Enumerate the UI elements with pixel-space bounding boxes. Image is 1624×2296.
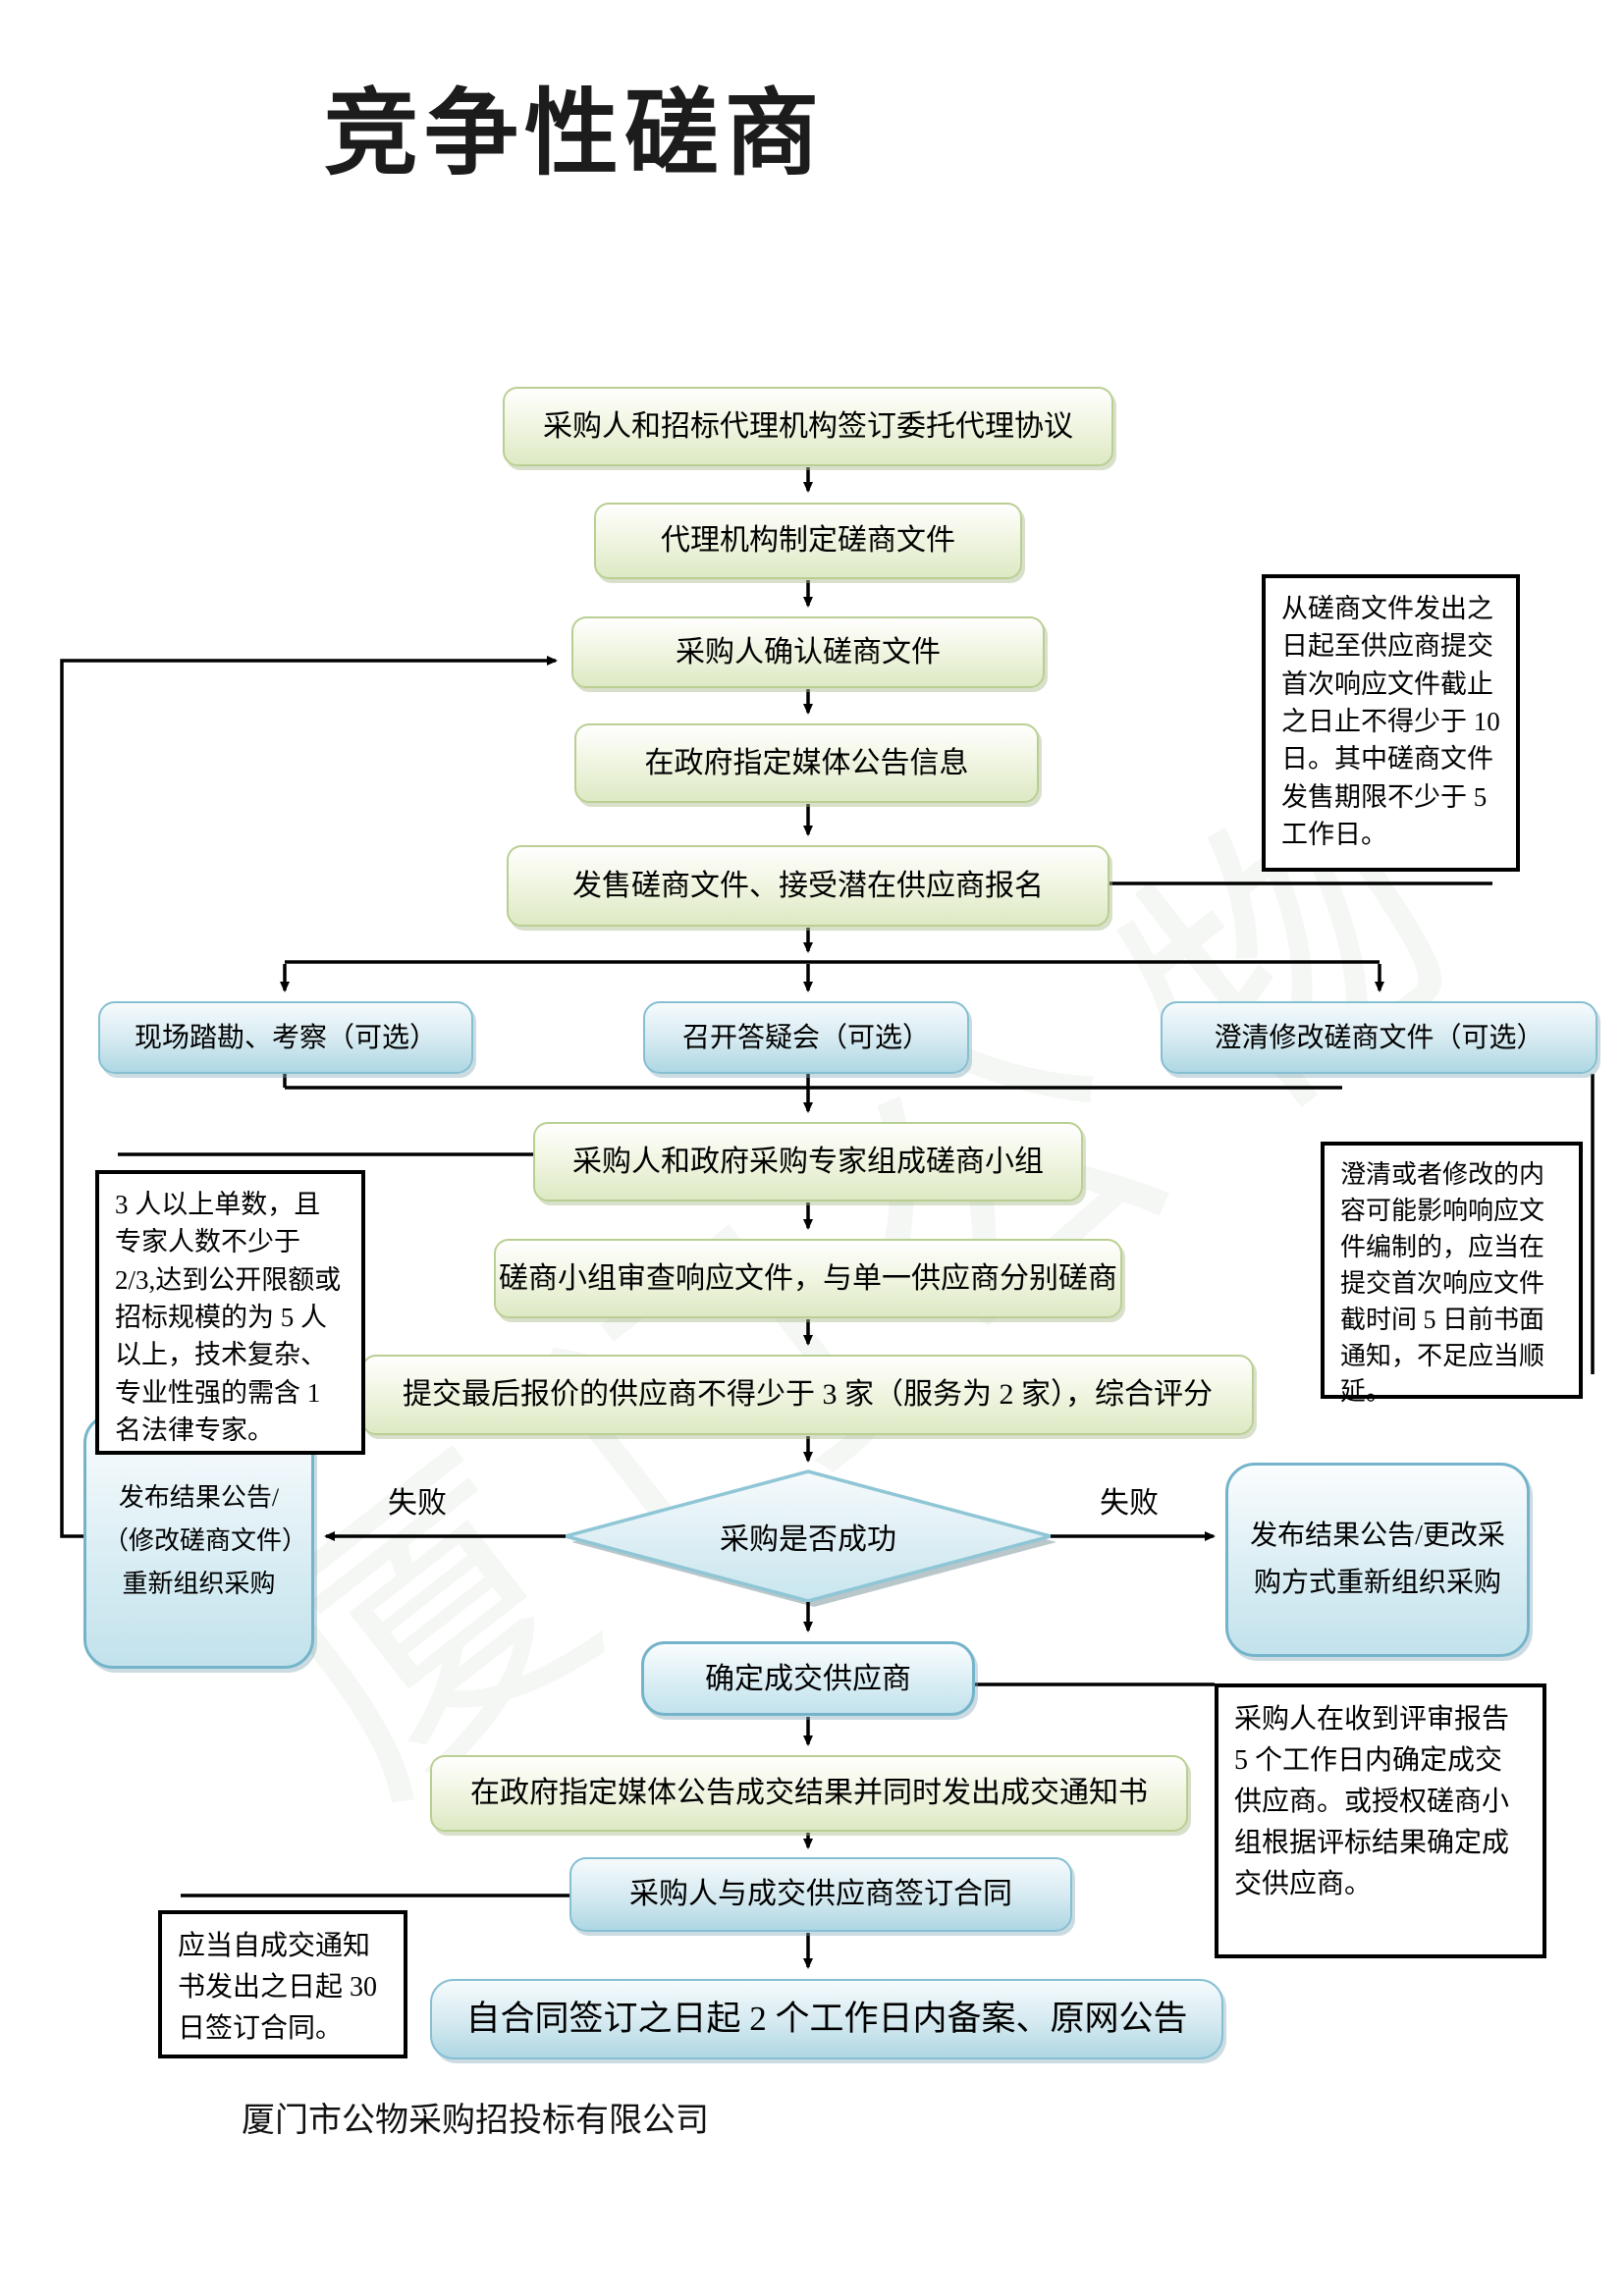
flow-box-qa-meeting: 召开答疑会（可选） <box>643 1001 969 1074</box>
note-contract-deadline: 应当自成交通知书发出之日起 30 日签订合同。 <box>158 1910 407 2058</box>
note-docs-period: 从磋商文件发出之日起至供应商提交首次响应文件截止之日止不得少于 10 日。其中磋… <box>1262 574 1520 872</box>
footer-company-name: 厦门市公物采购招投标有限公司 <box>242 2103 709 2139</box>
decision-label: 采购是否成功 <box>720 1523 896 1556</box>
decision-diamond <box>559 1469 1057 1603</box>
flow-box-publish-notice: 在政府指定媒体公告信息 <box>574 723 1039 803</box>
flow-box-sign-agency-agreement: 采购人和招标代理机构签订委托代理协议 <box>503 387 1113 466</box>
fail-label-left: 失败 <box>388 1487 447 1520</box>
flow-box-final-quote: 提交最后报价的供应商不得少于 3 家（服务为 2 家），综合评分 <box>361 1355 1254 1435</box>
flow-box-site-survey: 现场踏勘、考察（可选） <box>98 1001 473 1074</box>
flow-box-filing: 自合同签订之日起 2 个工作日内备案、原网公告 <box>430 1979 1223 2059</box>
flow-box-clarify-modify: 澄清修改磋商文件（可选） <box>1161 1001 1597 1074</box>
note-clarify-rules: 澄清或者修改的内容可能影响响应文件编制的，应当在提交首次响应文件截时间 5 日前… <box>1321 1142 1583 1406</box>
flow-box-review-responses: 磋商小组审查响应文件，与单一供应商分别磋商 <box>494 1239 1122 1318</box>
note-panel-composition: 3 人以上单数，且专家人数不少于 2/3,达到公开限额或招标规模的为 5 人以上… <box>95 1170 365 1455</box>
flow-box-publish-result: 在政府指定媒体公告成交结果并同时发出成交通知书 <box>430 1755 1188 1832</box>
note-confirm-supplier: 采购人在收到评审报告 5 个工作日内确定成交供应商。或授权磋商小组根据评标结果确… <box>1215 1683 1546 1958</box>
flow-box-confirm-supplier: 确定成交供应商 <box>641 1641 975 1716</box>
page-title: 竞争性磋商 <box>324 81 825 187</box>
fail-label-right: 失败 <box>1100 1487 1159 1520</box>
flow-box-sell-docs: 发售磋商文件、接受潜在供应商报名 <box>507 845 1110 927</box>
flow-box-form-panel: 采购人和政府采购专家组成磋商小组 <box>533 1122 1083 1201</box>
flow-box-buyer-confirms-docs: 采购人确认磋商文件 <box>571 616 1045 688</box>
flow-box-fail-right: 发布结果公告/更改采购方式重新组织采购 <box>1225 1463 1530 1657</box>
flow-box-agency-prepares-docs: 代理机构制定磋商文件 <box>594 503 1022 579</box>
flow-box-sign-contract: 采购人与成交供应商签订合同 <box>569 1857 1072 1932</box>
flow-box-fail-left: 发布结果公告/（修改磋商文件）重新组织采购 <box>83 1414 314 1669</box>
